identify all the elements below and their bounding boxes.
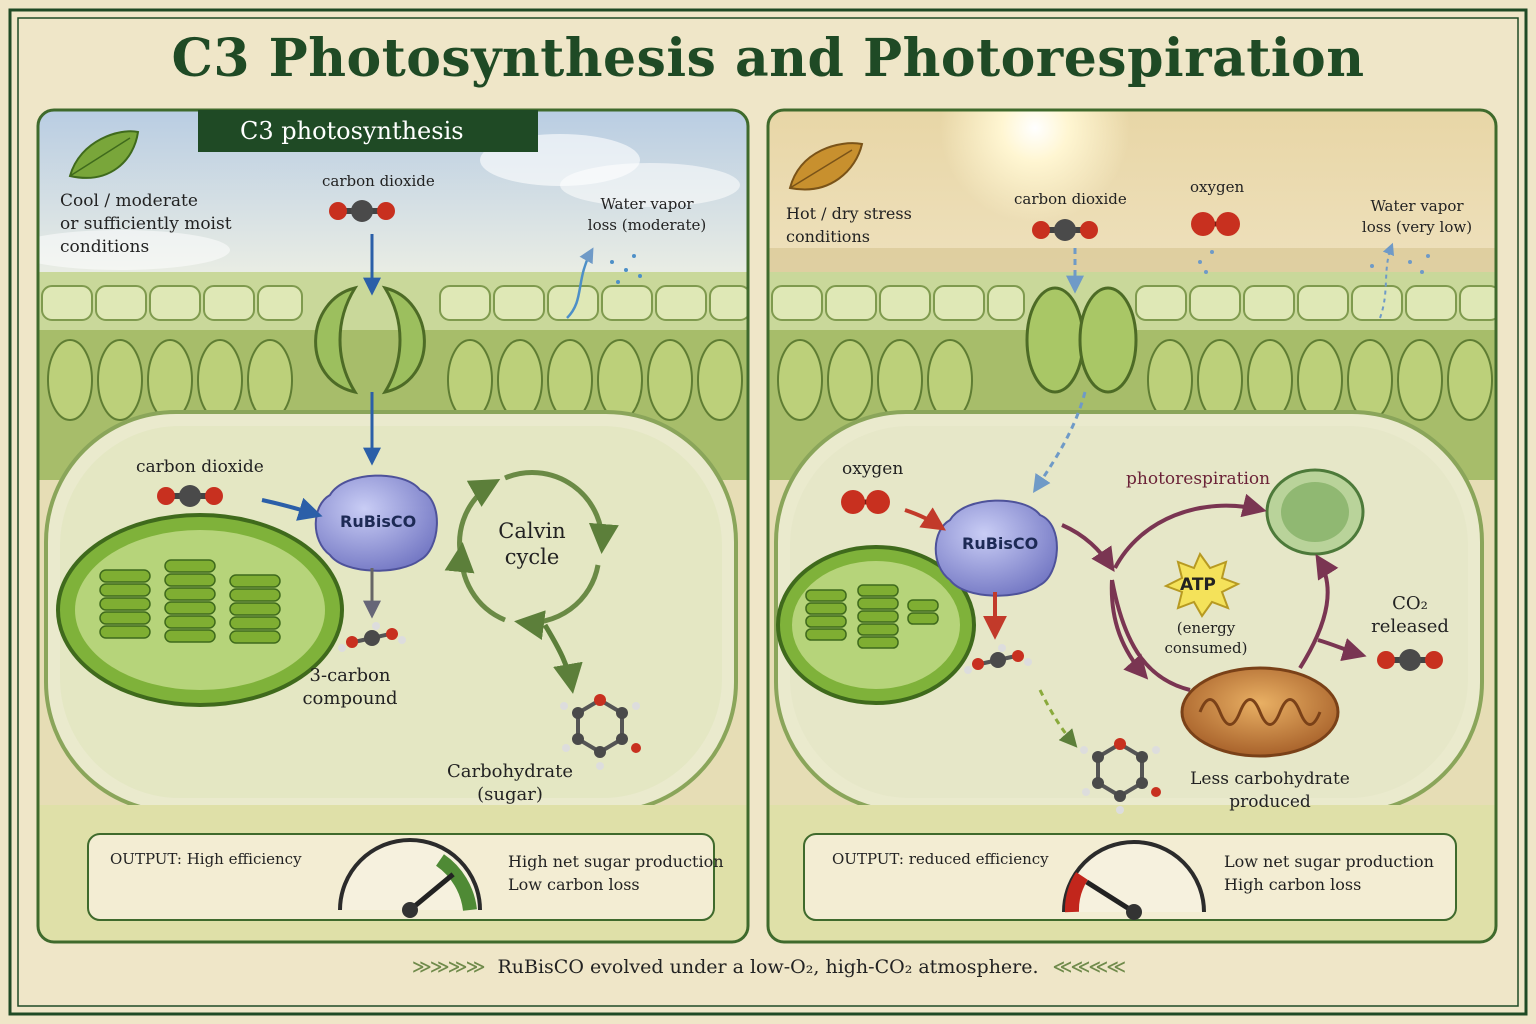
left-co2-top-label: carbon dioxide (322, 172, 435, 190)
right-conditions: Hot / dry stress conditions (786, 202, 912, 248)
co2-released-line: released (1371, 616, 1449, 637)
left-water-vapor-line: Water vapor (600, 195, 694, 213)
carbohydrate-label: Carbohydrate (sugar) (440, 760, 580, 806)
left-water-vapor-line: loss (moderate) (587, 216, 707, 234)
right-output-label: OUTPUT: reduced efficiency (832, 850, 1049, 868)
gauge-right (1062, 840, 1206, 920)
co2-released-label: CO₂ released (1362, 592, 1458, 638)
right-output-details: Low net sugar production High carbon los… (1224, 850, 1434, 896)
right-output-line: High carbon loss (1224, 875, 1362, 894)
gauge-left (338, 838, 482, 918)
photorespiration-label: photorespiration (1126, 469, 1271, 489)
footer-ornament-left: ≫≫≫≫ (411, 956, 486, 978)
calvin-cycle-line: cycle (504, 545, 560, 569)
less-carbohydrate-label: Less carbohydrate produced (1180, 768, 1360, 814)
footer-text: RuBisCO evolved under a low-O₂, high-CO₂… (497, 956, 1039, 978)
left-rubisco-label: RuBisCO (340, 512, 417, 531)
less-carbohydrate-line: Less carbohydrate (1190, 769, 1350, 789)
left-conditions: Cool / moderate or sufficiently moist co… (60, 190, 232, 259)
page-title: C3 Photosynthesis and Photorespiration (171, 28, 1365, 89)
energy-consumed-label: (energy consumed) (1146, 618, 1266, 658)
left-conditions-line: Cool / moderate (60, 191, 198, 211)
left-output-line: Low carbon loss (508, 875, 640, 894)
co2-released-line: CO₂ (1392, 593, 1428, 614)
left-output-line: High net sugar production (508, 852, 724, 871)
left-water-vapor-label: Water vapor loss (moderate) (582, 194, 712, 236)
carbohydrate-line: Carbohydrate (447, 761, 573, 782)
right-oxygen-inner-label: oxygen (842, 459, 904, 479)
right-oxygen-top-label: oxygen (1190, 178, 1245, 196)
right-water-vapor-line: loss (very low) (1361, 218, 1473, 236)
right-output-line: Low net sugar production (1224, 852, 1434, 871)
left-output-details: High net sugar production Low carbon los… (508, 850, 724, 896)
atp-label: ATP (1180, 575, 1216, 595)
calvin-cycle-label: Calvin cycle (480, 518, 584, 570)
footer-note: ≫≫≫≫ RuBisCO evolved under a low-O₂, high… (0, 956, 1536, 978)
panel-banner-c3: C3 photosynthesis (198, 110, 538, 152)
three-carbon-line: 3-carbon (309, 665, 391, 686)
right-co2-top-label: carbon dioxide (1014, 190, 1127, 208)
left-output-label: OUTPUT: High efficiency (110, 850, 302, 868)
energy-consumed-line: consumed) (1164, 639, 1248, 657)
three-carbon-line: compound (302, 688, 398, 709)
right-panel-art (768, 110, 1496, 942)
carbohydrate-line: (sugar) (477, 784, 543, 805)
left-co2-inner-label: carbon dioxide (136, 457, 264, 477)
right-water-vapor-line: Water vapor (1370, 197, 1464, 215)
footer-ornament-right: ≪≪≪≪ (1052, 956, 1127, 978)
energy-consumed-line: (energy (1176, 619, 1236, 637)
left-conditions-line: conditions (60, 237, 150, 257)
calvin-cycle-line: Calvin (498, 519, 566, 543)
three-carbon-label: 3-carbon compound (290, 664, 410, 710)
less-carbohydrate-line: produced (1229, 792, 1311, 812)
right-rubisco-label: RuBisCO (962, 534, 1039, 553)
right-water-vapor-label: Water vapor loss (very low) (1352, 196, 1482, 238)
left-conditions-line: or sufficiently moist (60, 214, 232, 234)
right-conditions-line: Hot / dry stress (786, 204, 912, 223)
right-conditions-line: conditions (786, 227, 870, 246)
